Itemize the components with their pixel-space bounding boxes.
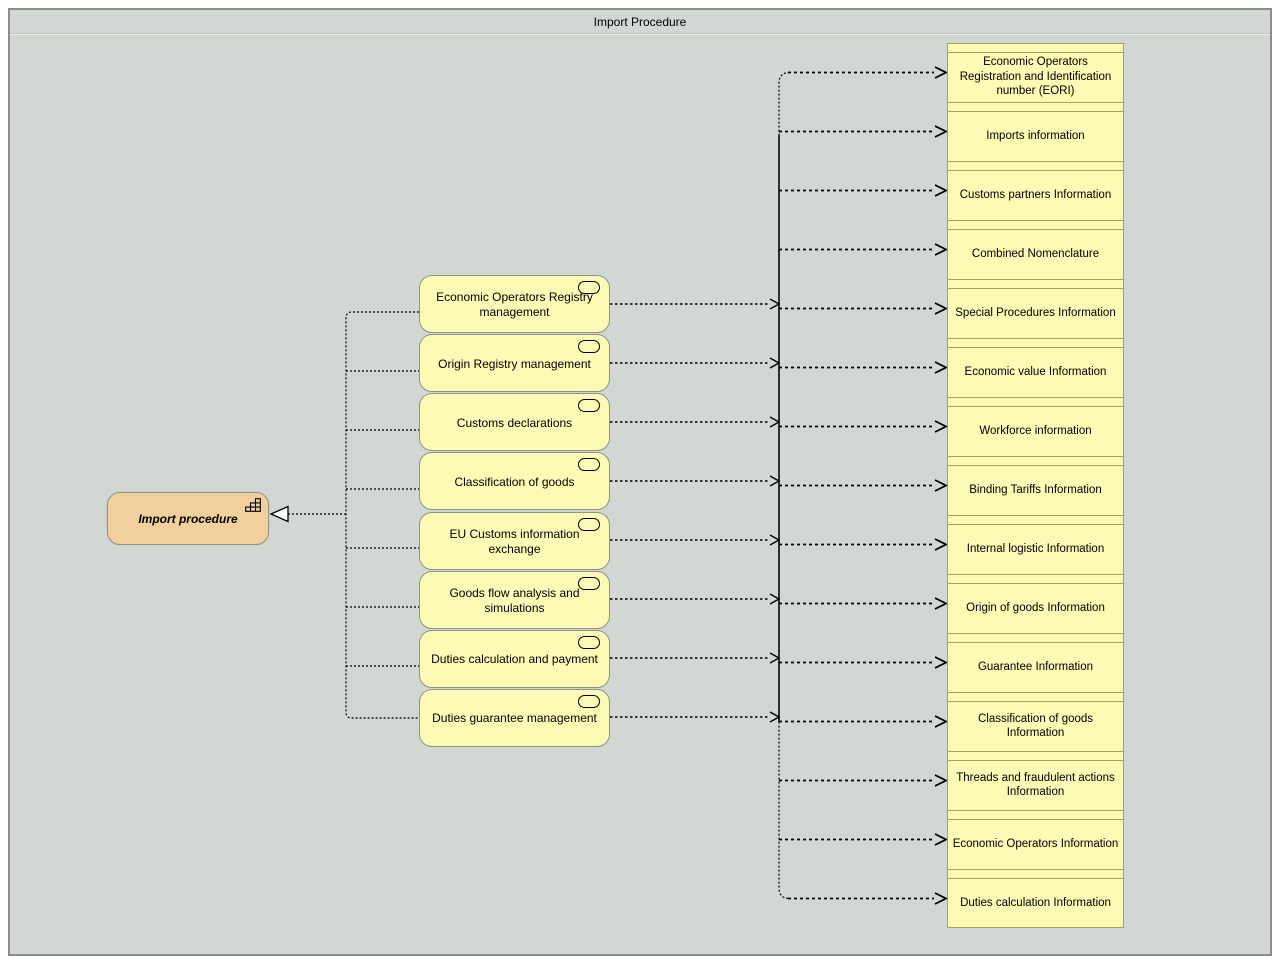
service-label: Goods flow analysis and simulations [449, 585, 580, 615]
object-body: Threads and fraudulent actions Informati… [948, 761, 1123, 809]
application-service-icon [578, 635, 600, 649]
object-body: Imports information [948, 112, 1123, 160]
object-band [948, 339, 1123, 348]
object-node[interactable]: Origin of goods Information [948, 575, 1123, 634]
object-node[interactable]: Imports information [948, 103, 1123, 162]
object-body: Combined Nomenclature [948, 230, 1123, 278]
application-service-icon [578, 281, 600, 294]
object-label: Origin of goods Information [966, 601, 1105, 614]
object-node[interactable]: Economic value Information [948, 339, 1123, 398]
object-band [948, 516, 1123, 525]
object-band [948, 752, 1123, 761]
service-node[interactable]: Goods flow analysis and simulations [419, 570, 610, 629]
object-body: Classification of goods Information [948, 702, 1123, 750]
object-body: Binding Tariffs Information [948, 466, 1123, 514]
service-label: Customs declarations [456, 415, 573, 430]
object-body: Duties calculation Information [948, 879, 1123, 927]
object-band [948, 280, 1123, 289]
process-label: Import procedure [138, 511, 238, 526]
object-band [948, 221, 1123, 230]
service-node[interactable]: Customs declarations [419, 393, 610, 452]
object-node[interactable]: Duties calculation Information [948, 870, 1123, 929]
object-label: Combined Nomenclature [971, 247, 1100, 260]
services-column: Economic Operators Registry management O… [419, 275, 610, 747]
application-service-icon [578, 694, 600, 708]
service-label: Origin Registry management [438, 356, 591, 371]
object-node[interactable]: Internal logistic Information [948, 516, 1123, 575]
application-service-icon [578, 458, 600, 472]
object-label: Economic value Information [964, 365, 1107, 378]
object-body: Special Procedures Information [948, 289, 1123, 337]
object-label: Customs partners Information [959, 188, 1112, 201]
object-label: Classification of goods Information [977, 712, 1094, 740]
diagram-title: Import Procedure [593, 14, 687, 29]
object-band [948, 693, 1123, 702]
object-node[interactable]: Special Procedures Information [948, 280, 1123, 339]
object-band [948, 398, 1123, 407]
service-node[interactable]: Origin Registry management [419, 334, 610, 393]
object-body: Origin of goods Information [948, 584, 1123, 632]
service-node[interactable]: Duties calculation and payment [419, 629, 610, 688]
object-band [948, 811, 1123, 820]
object-label: Economic Operators Registration and Iden… [959, 56, 1112, 98]
process-node-import-procedure[interactable]: Import procedure [107, 492, 269, 545]
object-body: Economic Operators Information [948, 820, 1123, 868]
service-label: Duties calculation and payment [431, 652, 598, 667]
object-label: Special Procedures Information [955, 306, 1116, 319]
object-label: Workforce information [979, 424, 1092, 437]
object-band [948, 162, 1123, 171]
object-band [948, 457, 1123, 466]
object-node[interactable]: Threads and fraudulent actions Informati… [948, 752, 1123, 811]
object-body: Economic value Information [948, 348, 1123, 396]
object-label: Imports information [986, 129, 1085, 142]
object-band [948, 103, 1123, 112]
service-node[interactable]: Economic Operators Registry management [419, 275, 610, 333]
object-body: Guarantee Information [948, 643, 1123, 691]
object-band [948, 634, 1123, 643]
object-node[interactable]: Economic Operators Information [948, 811, 1123, 870]
object-body: Customs partners Information [948, 171, 1123, 219]
object-node[interactable]: Customs partners Information [948, 162, 1123, 221]
object-node[interactable]: Combined Nomenclature [948, 221, 1123, 280]
service-label: EU Customs information exchange [449, 526, 580, 556]
service-label: Duties guarantee management [432, 711, 597, 726]
composite-steps-icon [245, 498, 261, 512]
application-service-icon [578, 517, 600, 531]
object-node[interactable]: Economic Operators Registration and Iden… [948, 44, 1123, 103]
object-body: Workforce information [948, 407, 1123, 455]
service-node[interactable]: EU Customs information exchange [419, 511, 610, 570]
object-node[interactable]: Binding Tariffs Information [948, 457, 1123, 516]
object-body: Internal logistic Information [948, 525, 1123, 573]
application-service-icon [578, 399, 600, 413]
object-label: Economic Operators Information [952, 837, 1119, 850]
object-label: Threads and fraudulent actions Informati… [956, 771, 1115, 799]
objects-column: Economic Operators Registration and Iden… [947, 43, 1124, 928]
application-service-icon [578, 340, 600, 354]
object-band [948, 575, 1123, 584]
service-label: Economic Operators Registry management [436, 290, 593, 319]
object-band [948, 870, 1123, 879]
object-label: Binding Tariffs Information [969, 483, 1102, 496]
object-node[interactable]: Guarantee Information [948, 634, 1123, 693]
object-node[interactable]: Classification of goods Information [948, 693, 1123, 752]
diagram-title-band: Import Procedure [10, 10, 1270, 34]
service-node[interactable]: Classification of goods [419, 452, 610, 511]
object-node[interactable]: Workforce information [948, 398, 1123, 457]
service-label: Classification of goods [454, 474, 575, 489]
object-label: Guarantee Information [977, 660, 1094, 673]
application-service-icon [578, 576, 600, 590]
object-label: Internal logistic Information [966, 542, 1105, 555]
service-node[interactable]: Duties guarantee management [419, 688, 610, 747]
object-body: Economic Operators Registration and Iden… [948, 53, 1123, 101]
object-label: Duties calculation Information [960, 896, 1111, 909]
object-band [948, 44, 1123, 53]
